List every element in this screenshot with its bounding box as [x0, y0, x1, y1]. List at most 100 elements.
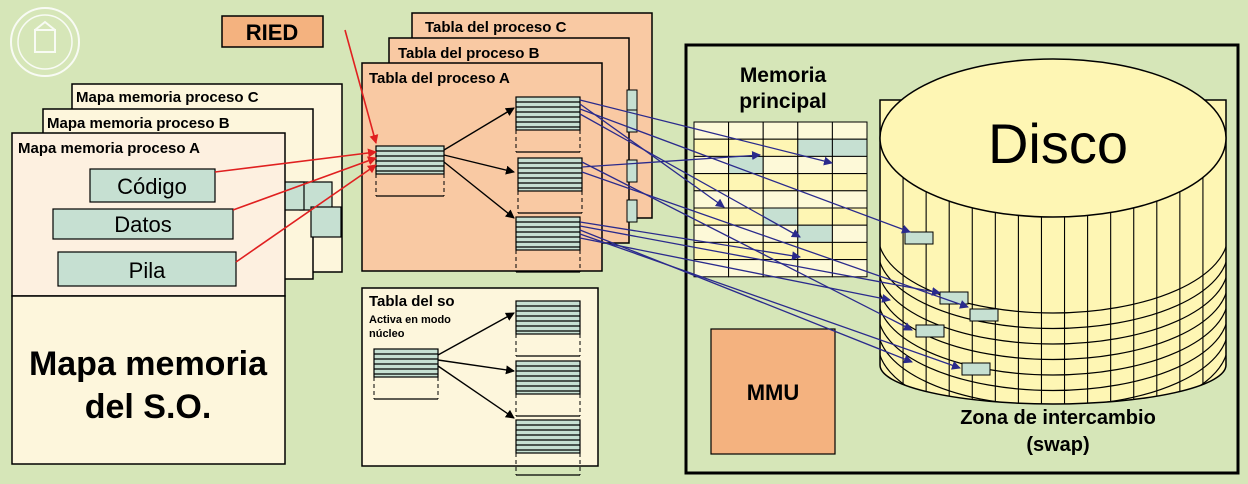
swap-slot [904, 231, 934, 245]
table-stub [626, 199, 638, 223]
so-table-title: Tabla del so [369, 293, 455, 310]
swap-slot [969, 308, 999, 322]
segment-link [235, 164, 377, 263]
swap-ring [880, 312, 1226, 392]
pila-label: Pila [129, 258, 166, 283]
swap-ring [880, 343, 1226, 404]
level-link [443, 107, 515, 151]
so-level-link [437, 359, 515, 375]
so-map-line2: del S.O. [85, 388, 212, 426]
datos-label: Datos [114, 212, 171, 237]
codigo-segment [89, 168, 216, 203]
swap-slot [915, 324, 945, 338]
memory-frame [728, 207, 764, 226]
table-stub [626, 159, 638, 183]
so-level-link [437, 312, 515, 356]
memory-frame [797, 224, 833, 243]
memory-frame [831, 207, 868, 226]
page-frame-arrow [579, 221, 801, 261]
page-frame-arrow [579, 103, 725, 208]
memory-frame [762, 207, 799, 226]
swap-label-1: Zona de intercambio [960, 407, 1156, 429]
swap-ring [880, 327, 1226, 404]
memory-frame [762, 121, 799, 140]
segment-link [214, 148, 377, 173]
swap-ring [880, 281, 1226, 361]
codigo-label: Código [117, 174, 187, 199]
level-link [443, 161, 515, 219]
segment-link [232, 156, 377, 211]
memory-frame [693, 121, 730, 140]
university-seal-logo [10, 7, 80, 77]
memory-frame [831, 121, 868, 140]
memory-frame [797, 173, 833, 192]
memory-frame [831, 241, 868, 261]
so-map-line1: Mapa memoria [29, 345, 268, 383]
map-a-title: Mapa memoria proceso A [18, 140, 200, 157]
level2-table-a-1 [515, 96, 581, 153]
memory-frame [728, 121, 764, 140]
page-frame-arrow [579, 108, 911, 234]
page-frame-arrow [579, 99, 833, 166]
memory-frame [797, 190, 833, 209]
hardware-area: Memoria principal MMU Disco Zona de inte… [684, 43, 1240, 475]
level2-table-a-2 [517, 157, 583, 214]
level-link [443, 154, 515, 175]
swap-slot [961, 362, 991, 376]
memory-frame [762, 155, 799, 175]
level2-table-a-3 [515, 216, 581, 273]
table-stub [626, 109, 638, 133]
page-frame-arrow [581, 161, 913, 331]
memory-frame [831, 173, 868, 192]
map-b-title: Mapa memoria proceso B [47, 115, 230, 132]
map-c-title: Mapa memoria proceso C [76, 89, 259, 106]
memory-frame [831, 138, 868, 157]
memory-frame [831, 224, 868, 243]
page-frame-arrow [579, 113, 801, 238]
table-c-title: Tabla del proceso C [425, 19, 567, 36]
swap-ring [880, 234, 1226, 314]
level1-table-a [375, 145, 445, 197]
process-memory-maps: Mapa memoria proceso C Mapa memoria proc… [11, 83, 343, 465]
page-frame-arrow [579, 229, 913, 364]
disco-label: Disco [988, 112, 1128, 175]
table-entries [375, 145, 445, 175]
memory-frame [762, 259, 799, 278]
so-table: Tabla del so Activa en modo núcleo [361, 287, 599, 476]
level2-table-so-3 [515, 419, 581, 476]
so-table-note-1: Activa en modo [369, 314, 451, 326]
level2-table-so-2 [515, 360, 581, 417]
pila-segment [57, 251, 237, 287]
ried-label: RIED [246, 20, 299, 45]
memoria-label-2: principal [739, 90, 827, 113]
swap-ring [880, 265, 1226, 345]
so-table-note-2: núcleo [369, 328, 405, 340]
page-frame-arrow [579, 233, 961, 370]
page-frame-arrow [581, 171, 969, 309]
memory-frame [797, 241, 833, 261]
ried-register: RIED [221, 15, 324, 48]
swap-ring [880, 250, 1226, 330]
memory-frame [693, 190, 730, 209]
disk-cylinder: Disco [879, 58, 1227, 405]
datos-segment [52, 208, 234, 240]
memoria-label-1: Memoria [740, 64, 827, 87]
level1-table-so [373, 348, 439, 400]
table-entries [373, 348, 439, 378]
memory-frame [762, 224, 799, 243]
memory-frame [762, 190, 799, 209]
page-frame-arrow [579, 237, 891, 303]
table-stub [626, 89, 638, 113]
level2-table-so-1 [515, 300, 581, 357]
swap-ring [880, 296, 1226, 376]
memory-frame [797, 138, 833, 157]
memory-frame [831, 155, 868, 175]
ried-arrow [344, 29, 379, 144]
memory-frame [693, 173, 730, 192]
mmu-box [710, 328, 836, 455]
so-level-link [437, 365, 515, 419]
page-frame-arrow [581, 151, 761, 168]
swap-label-2: (swap) [1026, 434, 1089, 456]
table-b-title: Tabla del proceso B [398, 45, 540, 62]
